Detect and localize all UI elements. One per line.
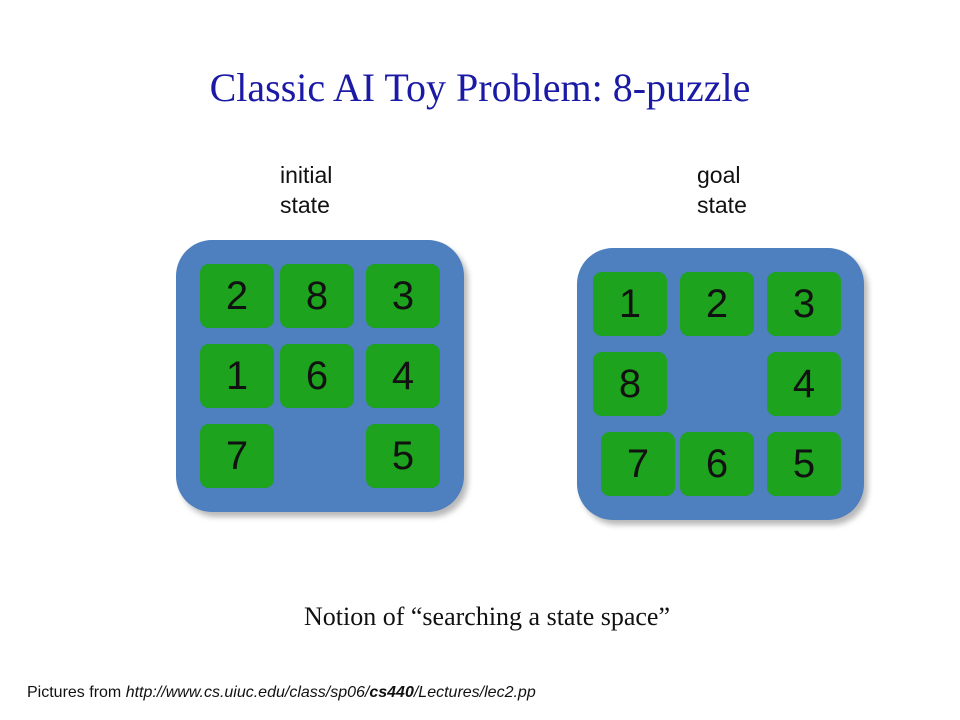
goal-tile: 3 <box>767 272 841 336</box>
goal-label-line2: state <box>697 192 747 218</box>
goal-tile: 1 <box>593 272 667 336</box>
initial-tile: 2 <box>200 264 274 328</box>
notion-caption: Notion of “searching a state space” <box>304 602 671 631</box>
credit-url-part2: cs440 <box>369 684 414 701</box>
goal-tile: 4 <box>767 352 841 416</box>
initial-tile: 6 <box>280 344 354 408</box>
goal-tile: 6 <box>680 432 754 496</box>
initial-state-label: initial state <box>280 160 332 220</box>
credit-prefix: Pictures from <box>27 684 126 701</box>
initial-state-board: 2 8 3 1 6 4 7 5 <box>176 240 464 512</box>
goal-tile: 2 <box>680 272 754 336</box>
initial-tile: 4 <box>366 344 440 408</box>
initial-tile: 8 <box>280 264 354 328</box>
goal-tile: 7 <box>601 432 675 496</box>
initial-label-line2: state <box>280 192 330 218</box>
credit-url-part3: /Lectures/lec2.pp <box>413 684 536 701</box>
goal-tile: 5 <box>767 432 841 496</box>
initial-tile: 5 <box>366 424 440 488</box>
pictures-credit: Pictures from http://www.cs.uiuc.edu/cla… <box>27 684 536 702</box>
initial-tile: 7 <box>200 424 274 488</box>
initial-label-line1: initial <box>280 162 333 188</box>
initial-tile: 1 <box>200 344 274 408</box>
goal-tile: 8 <box>593 352 667 416</box>
goal-state-label: goal state <box>697 160 747 220</box>
slide-title: Classic AI Toy Problem: 8-puzzle <box>209 65 751 110</box>
initial-tile: 3 <box>366 264 440 328</box>
goal-label-line1: goal <box>697 162 741 188</box>
goal-state-board: 1 2 3 8 4 7 6 5 <box>577 248 864 520</box>
credit-url-part1: http://www.cs.uiuc.edu/class/sp06/ <box>125 684 370 701</box>
